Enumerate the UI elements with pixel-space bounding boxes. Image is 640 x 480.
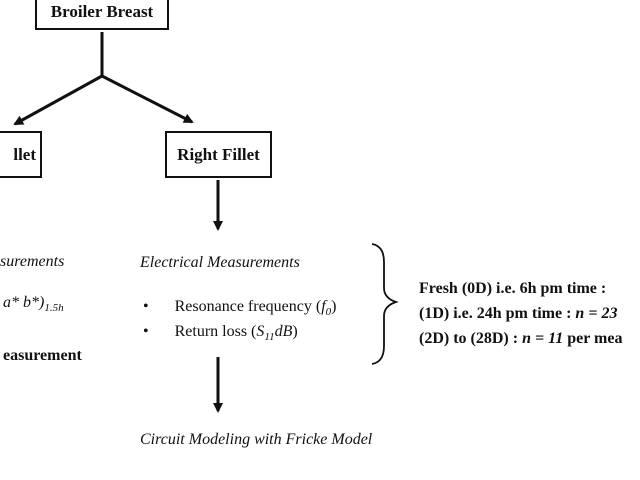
bullet-glyph: • [143, 323, 149, 340]
right-fillet-box: Right Fillet [165, 131, 272, 178]
storage-line-2d-28d: (2D) to (28D) : n = 11 per mea [419, 330, 623, 347]
curly-brace [371, 243, 399, 365]
left-color-measure: a* b*)1.5h [3, 294, 64, 314]
circuit-modeling-heading: Circuit Modeling with Fricke Model [140, 431, 373, 448]
right-fillet-label: Right Fillet [177, 145, 260, 164]
left-measurement-label: easurement [3, 347, 82, 364]
bullet-resonance-frequency: • Resonance frequency (f0) [143, 298, 337, 318]
bullet-return-loss: • Return loss (S11dB) [143, 323, 298, 343]
storage-line-1d: (1D) i.e. 24h pm time : n = 23 [419, 305, 618, 322]
arrow-to-right-fillet [101, 74, 194, 124]
arrow-to-left-fillet [13, 74, 103, 126]
left-fillet-box: llet [0, 131, 42, 178]
storage-line-fresh: Fresh (0D) i.e. 6h pm time : [419, 280, 607, 297]
broiler-breast-box: Broiler Breast [35, 0, 169, 30]
broiler-breast-label: Broiler Breast [50, 2, 154, 21]
left-measurements-heading: surements [0, 253, 65, 270]
left-fillet-label: llet [13, 145, 36, 164]
bullet-glyph: • [143, 298, 149, 315]
electrical-heading: Electrical Measurements [140, 254, 300, 271]
